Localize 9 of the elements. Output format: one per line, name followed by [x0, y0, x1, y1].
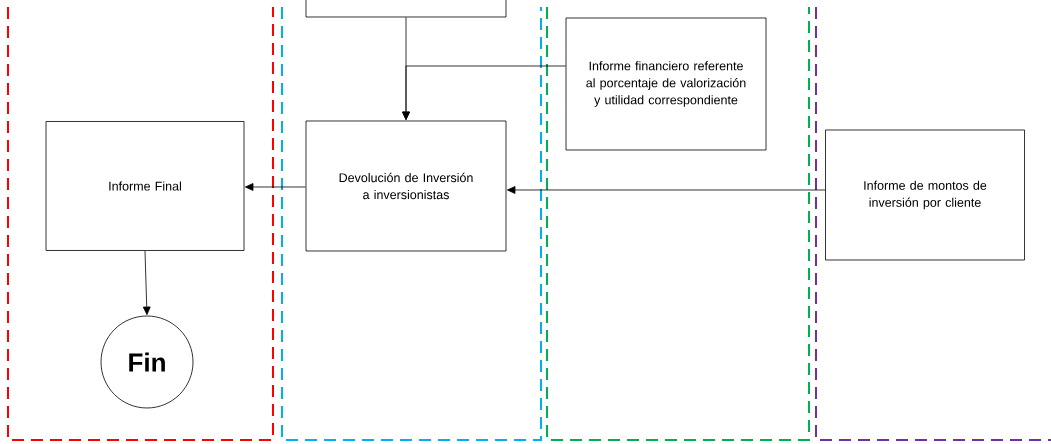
arrow — [402, 65, 566, 120]
arrow — [142, 250, 151, 315]
process-box — [305, 0, 507, 18]
arrow — [245, 183, 306, 191]
process-box: Devolución de Inversión a inversionistas — [305, 120, 507, 252]
process-box: Informe de montos de inversión por cliente — [825, 129, 1025, 261]
process-box: Informe financiero referente al porcentaje de valorización y utilidad correspondiente — [565, 17, 767, 151]
arrow — [507, 186, 826, 194]
process-box: Informe Final — [45, 121, 245, 251]
